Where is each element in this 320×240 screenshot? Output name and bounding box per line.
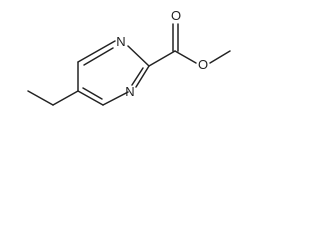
bond-ring-n3-c4 xyxy=(102,91,129,106)
bond-c2-carbonyl xyxy=(148,50,176,67)
bond-ring-double-c4-c5 xyxy=(82,87,103,100)
molecule-structure: N N O O xyxy=(27,8,231,106)
bond-carbonyl-oester xyxy=(174,50,197,64)
bond-c5-ethyl xyxy=(52,90,79,106)
bond-ring-n1-c2 xyxy=(127,45,150,67)
bond-oester-methyl xyxy=(209,50,231,64)
atom-label-o-ester: O xyxy=(198,57,208,72)
atom-label-o-carbonyl: O xyxy=(171,8,181,23)
atom-label-n3: N xyxy=(125,84,134,99)
bond-ethyl-methyl xyxy=(27,90,54,106)
bond-ring-c4-c5 xyxy=(77,90,104,106)
bond-ring-c2-n3 xyxy=(135,65,150,88)
bond-ring-double-c6-n1 xyxy=(83,47,114,66)
bond-ring-c6-n1 xyxy=(77,40,116,63)
structure-canvas: N N O O xyxy=(0,0,250,134)
bond-ring-double-c2-n3 xyxy=(131,67,144,86)
atom-label-n1: N xyxy=(116,34,125,49)
